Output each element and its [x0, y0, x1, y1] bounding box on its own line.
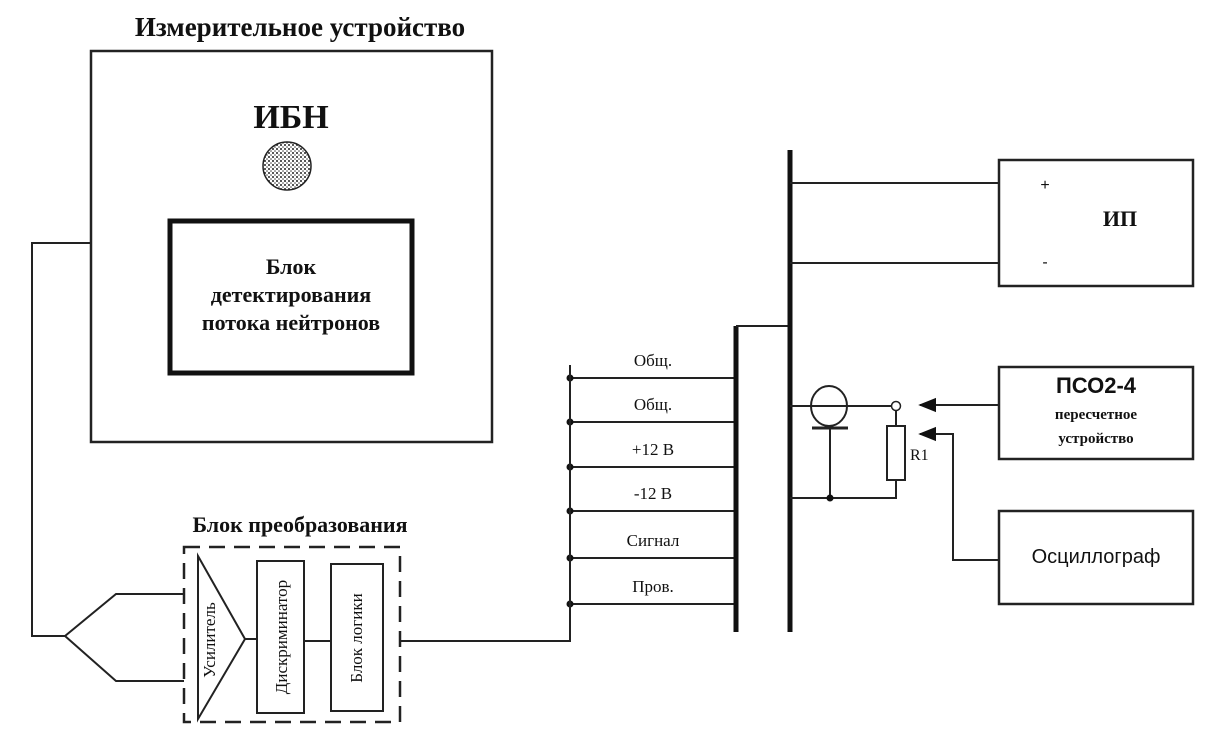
converter-block-title: Блок преобразования [193, 512, 408, 537]
bus-line-label: Пров. [632, 577, 674, 596]
discriminator-label: Дискриминатор [272, 580, 291, 694]
oscilloscope-arrow [918, 426, 999, 561]
neutron-source-icon [262, 141, 312, 191]
detector-block-line-3: потока нейтронов [202, 310, 380, 335]
amplifier-label: Усилитель [200, 602, 219, 678]
counter-subtitle-1: пересчетное [1055, 407, 1137, 423]
bus-line-label: Сигнал [627, 531, 680, 550]
counter-title: ПСО2-4 [1056, 373, 1137, 398]
bus-line-label: -12 В [634, 484, 672, 503]
converter-output-line [400, 365, 571, 642]
power-supply-box [997, 158, 1195, 288]
power-supply-label: ИП [1103, 206, 1137, 231]
source-label: ИБН [253, 99, 328, 136]
ground-return-line [790, 480, 897, 499]
ps-plus-label: + [1040, 177, 1049, 194]
oscilloscope-label: Осциллограф [1032, 546, 1161, 568]
cable-line [31, 242, 91, 637]
bus-line-label: Общ. [634, 395, 672, 414]
counter-box [997, 365, 1195, 461]
junction-dot [826, 494, 834, 502]
resistor-r1 [886, 425, 906, 481]
detector-block [167, 218, 415, 376]
detector-block-line-2: детектирования [211, 282, 372, 307]
logic-block [330, 563, 384, 712]
resistor-label: R1 [910, 447, 929, 464]
counter-subtitle-2: устройство [1058, 431, 1133, 447]
counter-tube-icon [810, 385, 848, 427]
bus-line-label: +12 В [632, 440, 674, 459]
measuring-device-box [89, 49, 494, 444]
oscilloscope-box [997, 509, 1195, 606]
amp-input-lower [64, 635, 184, 682]
converter-block-box [182, 545, 402, 724]
discriminator-block [256, 560, 305, 714]
amplifier-symbol [197, 552, 247, 723]
bus-line-label: Общ. [634, 351, 672, 370]
detector-block-line-1: Блок [266, 254, 317, 279]
amp-input-upper [64, 593, 184, 637]
ps-minus-label: - [1042, 254, 1047, 271]
measuring-device-title: Измерительное устройство [135, 12, 465, 42]
test-terminal [890, 400, 902, 412]
logic-label: Блок логики [347, 593, 366, 682]
